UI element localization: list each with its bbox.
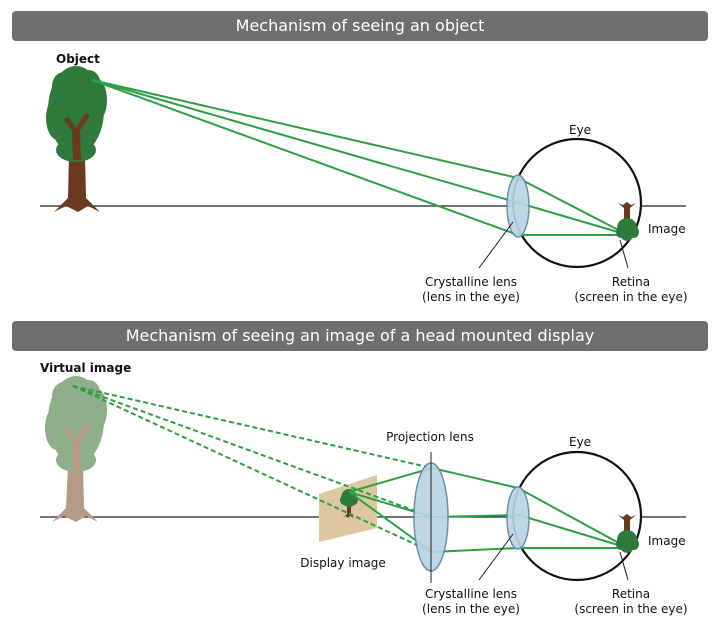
panel1-retina-leader: [619, 239, 629, 269]
panel2-virtual-rays: [72, 385, 433, 553]
panel1-object-tree-icon: [46, 66, 107, 212]
panel1-crystalline-lens: [506, 174, 530, 238]
panel2-lens-label-line1: Crystalline lens: [425, 587, 517, 601]
panel2-virtual-image-label: Virtual image: [40, 361, 131, 375]
panel2-title: Mechanism of seeing an image of a head m…: [125, 326, 595, 345]
panel1-diagram: Object Eye Image Crystalline lens (lens …: [40, 52, 688, 304]
panel1-lens-label-line2: (lens in the eye): [422, 290, 520, 304]
panel2-eyeball: [511, 450, 643, 582]
panel1-retina-image-icon: [616, 202, 639, 241]
panel1-retina-label-line2: (screen in the eye): [574, 290, 687, 304]
panel1-lens-leader: [478, 221, 514, 269]
panel1-eye-label: Eye: [569, 123, 591, 137]
panel1-image-label: Image: [648, 222, 686, 236]
panel1-title-banner: Mechanism of seeing an object: [12, 11, 708, 41]
panel2-crystalline-lens: [506, 486, 530, 550]
panel1-lens-label-line1: Crystalline lens: [425, 275, 517, 289]
panel2-retina-label-line2: (screen in the eye): [574, 602, 687, 616]
panel1-object-label: Object: [56, 52, 100, 66]
panel2-retina-label-line1: Retina: [612, 587, 650, 601]
panel2-retina-leader: [619, 551, 629, 581]
panel2-display-image-label: Display image: [300, 556, 385, 570]
panel1-title: Mechanism of seeing an object: [235, 16, 485, 35]
panel2-retina-image-icon: [616, 514, 639, 553]
panel2-title-banner: Mechanism of seeing an image of a head m…: [12, 321, 708, 351]
panel2-eye-label: Eye: [569, 435, 591, 449]
panel2-image-label: Image: [648, 534, 686, 548]
panel1-retina-label-line1: Retina: [612, 275, 650, 289]
panel2-diagram: Virtual image Projection lens Eye Image …: [40, 361, 688, 616]
panel2-light-rays: [348, 466, 629, 554]
panel2-projection-lens-label: Projection lens: [386, 430, 474, 444]
panel2-lens-label-line2: (lens in the eye): [422, 602, 520, 616]
panel2-lens-leader: [478, 533, 514, 581]
